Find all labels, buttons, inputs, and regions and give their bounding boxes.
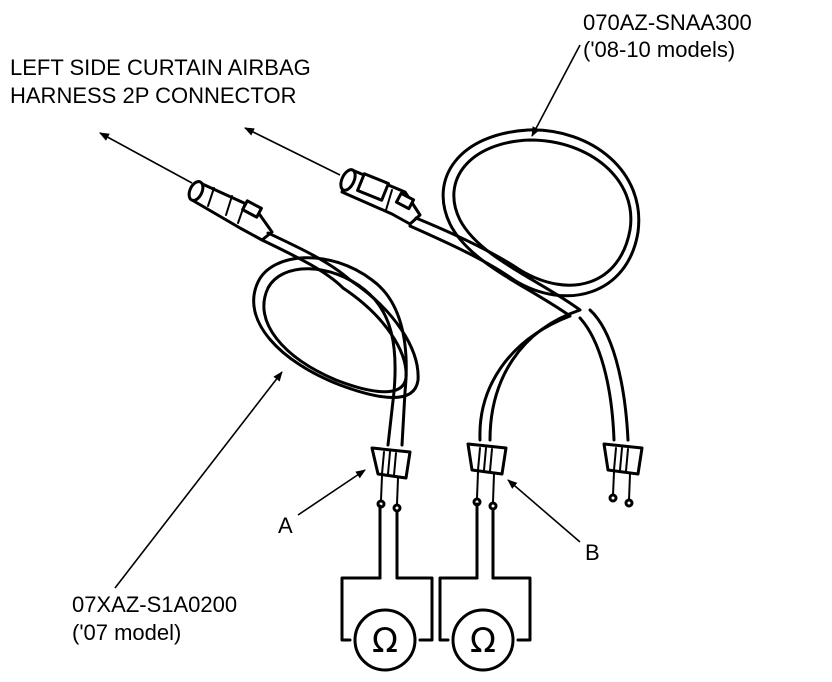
arrow-to-connector-b	[244, 127, 341, 176]
ohm-symbol-b: Ω	[470, 621, 496, 661]
harness-a	[187, 180, 420, 580]
leader-harness-a	[114, 371, 283, 589]
callout-b-label: B	[585, 540, 600, 565]
ohmmeter-b	[451, 608, 515, 672]
connector-direction-arrows	[99, 127, 341, 184]
ohmmeter-circuit-a: Ω	[340, 576, 434, 672]
harness-b-plug-right	[602, 442, 644, 508]
leader-harness-b	[531, 44, 581, 137]
harness-a-part-label: 07XAZ-S1A0200	[72, 592, 238, 617]
ohm-symbol-a: Ω	[372, 621, 398, 661]
callout-a-label: A	[278, 513, 293, 538]
harness-b-connector	[339, 168, 422, 226]
leader-lines	[114, 44, 581, 589]
harness-b	[339, 128, 644, 580]
harness-b-models-label: ('08-10 models)	[583, 37, 736, 62]
leader-callout-b	[507, 479, 581, 543]
ohmmeter-a	[353, 608, 417, 672]
harness-b-plug-center	[466, 442, 508, 511]
connector-label-line1: LEFT SIDE CURTAIN AIRBAG	[10, 55, 311, 80]
ohmmeter-circuit-b: Ω	[438, 576, 532, 672]
harness-a-connector	[187, 180, 274, 242]
harness-a-models-label: ('07 model)	[72, 620, 182, 645]
leader-callout-a	[297, 469, 366, 516]
connector-label-line2: HARNESS 2P CONNECTOR	[10, 83, 297, 108]
arrow-to-connector-a	[99, 132, 193, 184]
harness-a-plug	[370, 446, 412, 513]
harness-b-part-label: 070AZ-SNAA300	[583, 10, 752, 35]
